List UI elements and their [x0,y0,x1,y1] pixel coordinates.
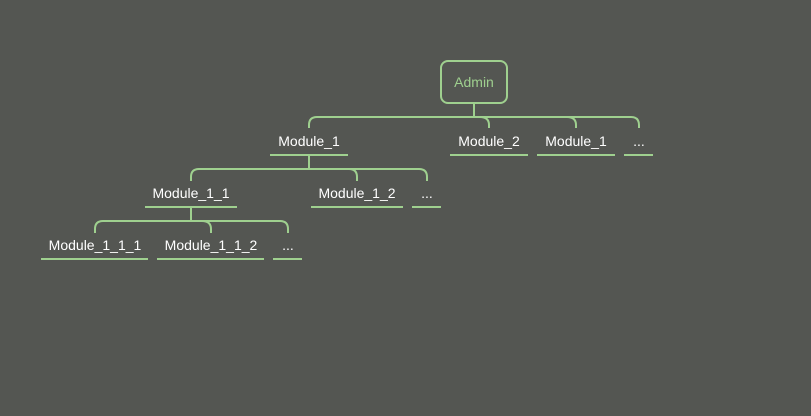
node-level-1-more-label: ... [633,133,645,149]
node-level-1-more[interactable]: ... [624,133,653,156]
connector-module-1-to-module-1-2 [348,168,358,181]
connector-module-1-1-bus [94,220,289,233]
node-module-1-2-label: Module_1_2 [318,185,395,201]
connector-root-bus [308,116,640,128]
node-module-1-1[interactable]: Module_1_1 [145,185,237,208]
connector-root-to-module-2 [479,116,490,128]
node-module-1-1-2-label: Module_1_1_2 [165,237,258,253]
node-module-2-label: Module_2 [458,133,520,149]
node-module-1-duplicate-label: Module_1 [545,133,607,149]
node-level-3-more[interactable]: ... [273,237,302,260]
node-module-1[interactable]: Module_1 [270,133,348,156]
node-admin-label: Admin [454,74,494,90]
connector-root-to-module-1b [566,116,577,128]
node-module-1-duplicate[interactable]: Module_1 [537,133,615,156]
node-level-2-more-label: ... [421,185,433,201]
node-module-1-1-1-label: Module_1_1_1 [49,237,142,253]
connector-lines [94,104,640,233]
node-module-1-1-2[interactable]: Module_1_1_2 [157,237,264,260]
connector-module-1-bus [190,168,428,181]
node-module-1-label: Module_1 [278,133,340,149]
node-level-2-more[interactable]: ... [412,185,441,208]
node-module-1-1-1[interactable]: Module_1_1_1 [41,237,148,260]
node-module-1-2[interactable]: Module_1_2 [311,185,403,208]
node-level-3-more-label: ... [282,237,294,253]
node-module-2[interactable]: Module_2 [450,133,528,156]
node-admin-box [440,60,508,104]
node-module-1-1-label: Module_1_1 [152,185,229,201]
node-admin[interactable]: Admin [440,60,508,104]
connector-module-1-1-to-module-1-1-2 [201,220,212,233]
